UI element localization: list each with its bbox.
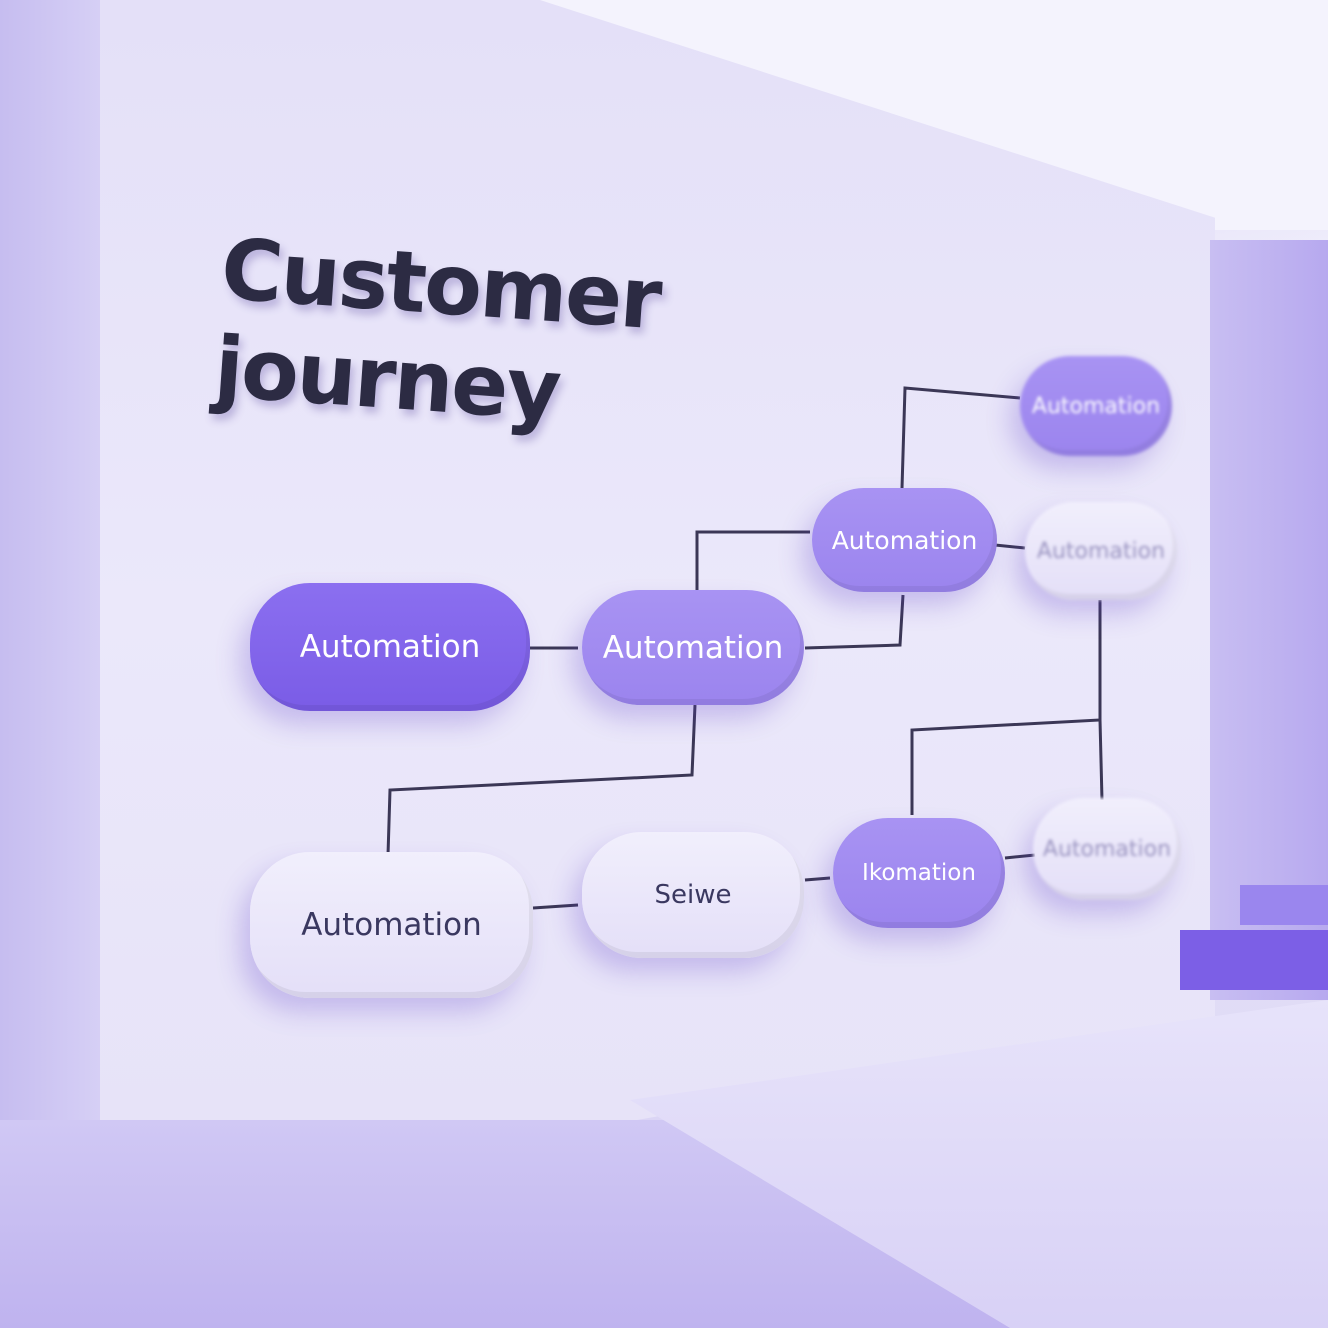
- connector: [804, 594, 905, 650]
- node-seiwe[interactable]: Seiwe: [582, 832, 804, 958]
- connector: [695, 530, 810, 590]
- step-upper: [1240, 885, 1328, 925]
- connector: [1004, 853, 1036, 860]
- node-label: Automation: [1036, 538, 1166, 564]
- connector: [386, 704, 697, 856]
- node-automation-7[interactable]: Automation: [1033, 798, 1181, 900]
- connector: [804, 876, 831, 882]
- node-automation-6[interactable]: Automation: [250, 852, 533, 998]
- step-lower: [1180, 930, 1328, 990]
- node-automation-2[interactable]: Automation: [582, 590, 804, 705]
- node-label: Automation: [299, 629, 481, 665]
- node-label: Automation: [1042, 836, 1172, 862]
- node-label: Automation: [1031, 393, 1161, 419]
- node-ikomation[interactable]: Ikomation: [833, 818, 1005, 928]
- node-label: Automation: [602, 629, 784, 666]
- connector: [910, 600, 1102, 815]
- node-automation-5[interactable]: Automation: [1025, 502, 1177, 600]
- node-label: Automation: [301, 907, 482, 943]
- node-automation-1[interactable]: Automation: [250, 583, 530, 711]
- connector: [900, 386, 1021, 489]
- right-wall: [1210, 240, 1328, 1000]
- node-label: Ikomation: [862, 860, 976, 886]
- node-label: Automation: [831, 525, 978, 555]
- node-label: Seiwe: [654, 880, 732, 910]
- connector: [994, 543, 1026, 550]
- node-automation-3[interactable]: Automation: [812, 488, 997, 592]
- node-automation-4[interactable]: Automation: [1020, 356, 1172, 456]
- connector: [532, 903, 579, 910]
- connector: [1098, 719, 1104, 801]
